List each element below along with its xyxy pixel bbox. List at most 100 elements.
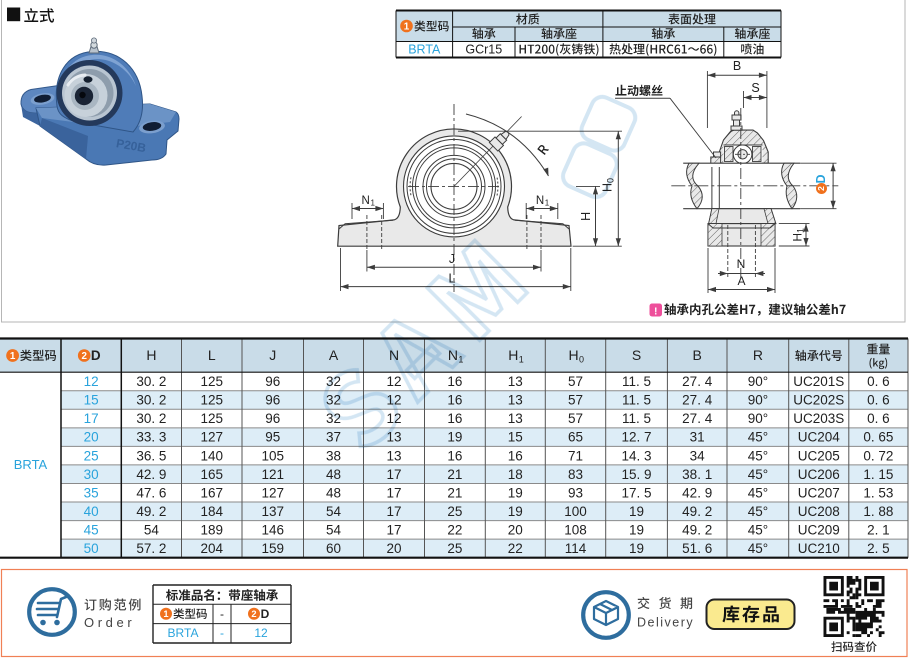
svg-text:11. 5: 11. 5 — [622, 411, 651, 426]
svg-text:57: 57 — [568, 374, 583, 389]
svg-text:N: N — [737, 257, 746, 271]
svg-text:2. 1: 2. 1 — [867, 523, 890, 538]
svg-text:2: 2 — [81, 351, 87, 362]
svg-text:25: 25 — [447, 541, 462, 556]
svg-text:A: A — [329, 347, 339, 363]
svg-text:H: H — [146, 347, 156, 363]
svg-text:49. 2: 49. 2 — [682, 504, 712, 519]
svg-text:108: 108 — [564, 523, 587, 538]
svg-text:O r d e r: O r d e r — [84, 615, 132, 630]
svg-text:13: 13 — [386, 448, 401, 463]
svg-text:42. 9: 42. 9 — [682, 485, 712, 500]
svg-text:19: 19 — [629, 541, 644, 556]
svg-text:0. 65: 0. 65 — [863, 430, 893, 445]
svg-text:16: 16 — [447, 393, 462, 408]
svg-text:48: 48 — [326, 485, 341, 500]
svg-text:12: 12 — [386, 393, 401, 408]
svg-text:30. 2: 30. 2 — [136, 374, 166, 389]
svg-text:0. 6: 0. 6 — [867, 393, 890, 408]
svg-text:1: 1 — [10, 351, 16, 362]
svg-text:12: 12 — [386, 374, 401, 389]
svg-text:47. 6: 47. 6 — [136, 485, 166, 500]
svg-text:12. 7: 12. 7 — [621, 430, 651, 445]
svg-text:50: 50 — [84, 541, 99, 556]
svg-text:27. 4: 27. 4 — [682, 411, 713, 426]
svg-text:J: J — [449, 252, 455, 266]
svg-text:17: 17 — [386, 485, 401, 500]
svg-text:100: 100 — [564, 504, 587, 519]
svg-text:H: H — [508, 347, 518, 363]
svg-text:13: 13 — [508, 374, 523, 389]
svg-text:140: 140 — [201, 448, 224, 463]
svg-text:N: N — [536, 195, 544, 207]
svg-text:13: 13 — [508, 393, 523, 408]
svg-text:95: 95 — [265, 430, 280, 445]
svg-text:30: 30 — [84, 467, 99, 482]
svg-text:N: N — [448, 347, 458, 363]
svg-text:H: H — [579, 212, 593, 221]
svg-text:UC202S: UC202S — [793, 393, 844, 408]
svg-text:45: 45 — [84, 523, 99, 538]
svg-text:167: 167 — [201, 485, 224, 500]
svg-text:204: 204 — [201, 541, 224, 556]
svg-text:17: 17 — [84, 411, 99, 426]
svg-text:19: 19 — [508, 504, 523, 519]
svg-text:UC208: UC208 — [798, 504, 840, 519]
svg-text:57. 2: 57. 2 — [136, 541, 166, 556]
svg-text:UC201S: UC201S — [793, 374, 844, 389]
svg-text:1: 1 — [545, 199, 550, 208]
svg-text:GCr15: GCr15 — [465, 43, 502, 57]
svg-text:2: 2 — [816, 186, 826, 191]
svg-text:38. 1: 38. 1 — [682, 467, 712, 482]
svg-text:34: 34 — [690, 448, 706, 463]
svg-text:45°: 45° — [748, 541, 768, 556]
svg-text:A: A — [737, 274, 745, 288]
svg-text:45°: 45° — [748, 523, 768, 538]
svg-text:22: 22 — [447, 523, 462, 538]
svg-text:18: 18 — [508, 467, 523, 482]
svg-text:16: 16 — [447, 374, 462, 389]
svg-text:184: 184 — [201, 504, 224, 519]
svg-text:30. 2: 30. 2 — [136, 411, 166, 426]
svg-text:21: 21 — [447, 485, 462, 500]
svg-text:1. 53: 1. 53 — [863, 485, 893, 500]
svg-text:-: - — [220, 607, 224, 621]
svg-text:19: 19 — [629, 504, 644, 519]
svg-text:96: 96 — [265, 393, 280, 408]
svg-text:12: 12 — [254, 626, 268, 640]
svg-text:90°: 90° — [748, 411, 768, 426]
svg-text:25: 25 — [447, 504, 462, 519]
svg-text:49. 2: 49. 2 — [136, 504, 166, 519]
svg-text:16: 16 — [447, 411, 462, 426]
svg-text:96: 96 — [265, 411, 280, 426]
svg-text:UC209: UC209 — [798, 523, 840, 538]
svg-text:16: 16 — [447, 448, 462, 463]
svg-text:D: D — [91, 348, 101, 363]
svg-text:!: ! — [654, 305, 658, 317]
svg-text:0: 0 — [579, 355, 584, 365]
svg-text:125: 125 — [201, 374, 224, 389]
svg-text:21: 21 — [447, 467, 462, 482]
svg-text:127: 127 — [201, 430, 224, 445]
svg-text:42. 9: 42. 9 — [136, 467, 166, 482]
svg-text:57: 57 — [568, 411, 583, 426]
svg-text:45°: 45° — [748, 485, 768, 500]
svg-text:51. 6: 51. 6 — [682, 541, 712, 556]
svg-text:BRTA: BRTA — [14, 457, 48, 472]
svg-text:137: 137 — [262, 504, 285, 519]
svg-text:UC203S: UC203S — [793, 411, 844, 426]
svg-text:30. 2: 30. 2 — [136, 393, 166, 408]
svg-text:15: 15 — [84, 393, 99, 408]
svg-text:25: 25 — [84, 448, 99, 463]
svg-text:1: 1 — [163, 609, 168, 619]
svg-text:96: 96 — [265, 374, 280, 389]
svg-text:121: 121 — [262, 467, 285, 482]
svg-text:L: L — [208, 347, 216, 363]
svg-text:UC204: UC204 — [798, 430, 841, 445]
svg-text:83: 83 — [568, 467, 583, 482]
svg-text:S: S — [751, 81, 759, 95]
svg-text:Delivery: Delivery — [637, 616, 694, 630]
svg-text:13: 13 — [508, 411, 523, 426]
svg-text:N: N — [362, 195, 370, 207]
svg-text:L: L — [449, 272, 456, 286]
